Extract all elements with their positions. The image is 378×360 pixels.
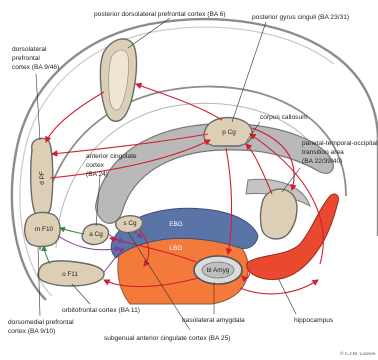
label-cc: corpus callosum [260, 114, 308, 121]
label-ptot-3: (BA 22/39/40) [302, 158, 342, 165]
region-lbg: LBG [170, 245, 183, 252]
leader-hippo [278, 278, 296, 314]
label-dlpfc-3: cortex (BA 9/46) [12, 64, 59, 71]
leader-dlpfc [36, 74, 40, 140]
region-of11: o F11 [62, 271, 78, 278]
label-pgc: posterior gyrus cinguli (BA 23/31) [252, 14, 349, 21]
leader-pgc [232, 22, 266, 122]
arrow-acg-to-mf10 [60, 228, 84, 234]
label-acc-2: cortex [86, 162, 105, 169]
region-mf10: m F10 [35, 226, 54, 233]
region-acg: a Cg [89, 231, 103, 238]
label-sacc: subgenual anterior cingulate cortex (BA … [104, 335, 230, 342]
label-hippo: hippocampus [294, 317, 334, 324]
label-pdlpfc: posterior dorsolateral prefrontal cortex… [94, 11, 226, 18]
arrow-of11-to-mf10 [44, 246, 50, 264]
label-dlpfc-1: dorsolateral [12, 46, 47, 53]
label-acc-3: (BA 24) [86, 171, 108, 178]
ptot-area [261, 189, 297, 239]
label-bla: basolateral amygdala [182, 317, 245, 324]
label-ptot-1: parietal-temporal-occipital [302, 140, 378, 147]
arrow-pdlpfc-to-dpf [46, 92, 104, 142]
label-dmpfc-1: dorsomedial prefrontal [8, 319, 74, 326]
label-ofc: orbitofrontal cortex (BA 11) [62, 307, 140, 314]
region-pcg: p Cg [222, 129, 236, 136]
leader-pdlpfc [128, 18, 170, 48]
region-dpf: d PF [39, 171, 46, 185]
arrow-amyg-to-hippo [240, 280, 318, 294]
label-dlpfc-2: prefrontal [12, 55, 40, 62]
label-acc-1: anterior cingulate [86, 153, 137, 160]
leader-ofc [72, 284, 90, 304]
region-scg: s Cg [123, 220, 137, 227]
label-ptot-2: transition area [302, 149, 344, 156]
region-ebg: EBG [169, 221, 183, 228]
credit-text: © A.J.M. Loonen [340, 350, 376, 357]
region-blamyg: bl Amyg [207, 267, 230, 274]
label-dmpfc-2: cortex (BA 9/10) [8, 328, 55, 335]
